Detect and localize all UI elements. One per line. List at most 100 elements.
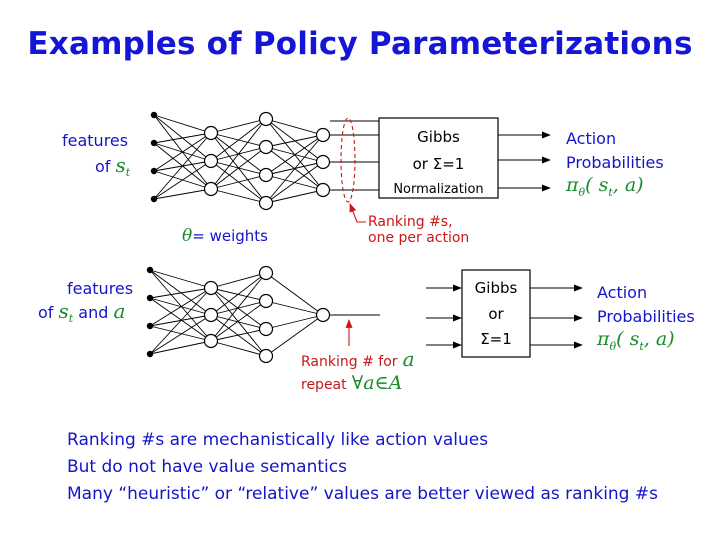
bottom-repeat-note: repeat ∀a∈A bbox=[301, 372, 402, 394]
ranking-ellipse bbox=[340, 117, 356, 203]
bottom-features-label: features bbox=[67, 279, 134, 298]
top-network-connection bbox=[210, 118, 267, 134]
bottom-network-connection bbox=[149, 287, 212, 299]
top-network-connection bbox=[265, 118, 324, 136]
top-gibbs-box bbox=[378, 117, 499, 199]
top-network-connection bbox=[210, 146, 267, 190]
bottom-network-layer2-node bbox=[258, 321, 274, 337]
top-box-line3: Normalization bbox=[393, 182, 484, 197]
top-network-input-dot bbox=[150, 111, 158, 119]
top-network-layer3-node bbox=[315, 154, 331, 170]
bottom-output-line1: Action bbox=[597, 283, 648, 302]
top-state-symbol: s bbox=[115, 153, 126, 177]
bottom-and-label: and bbox=[78, 303, 109, 322]
slide-title: Examples of Policy Parameterizations bbox=[27, 26, 693, 62]
bottom-forall-expression: ∀a∈A bbox=[351, 372, 403, 394]
top-network-layer3-node bbox=[315, 182, 331, 198]
bottom-network-input-dot bbox=[146, 266, 154, 274]
bottom-network-connection bbox=[265, 300, 324, 316]
bottom-network-connection bbox=[210, 340, 267, 357]
top-network-connection bbox=[265, 118, 324, 163]
bottom-network-input-dot bbox=[146, 350, 154, 358]
bottom-network-connection bbox=[149, 340, 212, 355]
bottom-box-line2: or bbox=[488, 305, 504, 323]
bottom-output-line2: Probabilities bbox=[597, 307, 695, 326]
top-pi-args: ( s bbox=[585, 174, 609, 196]
top-network-connection bbox=[210, 174, 267, 190]
top-box-sigma: Σ bbox=[432, 155, 443, 173]
bottom-action-symbol: a bbox=[113, 299, 126, 323]
bottom-gibbs-box bbox=[461, 269, 531, 358]
top-network-connection bbox=[153, 160, 212, 200]
top-network-input-dot bbox=[150, 139, 158, 147]
top-pi: π bbox=[566, 174, 579, 196]
theta-weights-label: θ= weights bbox=[182, 226, 268, 246]
top-network-nodes bbox=[150, 111, 331, 211]
top-network-connection bbox=[265, 161, 324, 204]
bottom-network-input-dot bbox=[146, 294, 154, 302]
bottom-state-subscript: t bbox=[68, 312, 74, 326]
top-pi-args-sub: t bbox=[608, 185, 613, 199]
top-network-connections bbox=[153, 114, 324, 204]
theta-symbol: θ bbox=[182, 226, 193, 246]
top-box-or: or bbox=[412, 155, 433, 173]
bottom-network-layer2-node bbox=[258, 265, 274, 281]
bottom-state-action-label: of st and a bbox=[38, 299, 125, 325]
bottom-network-layer1-node bbox=[203, 333, 219, 349]
top-network-connection bbox=[153, 132, 212, 200]
bottom-network-connection bbox=[265, 314, 324, 357]
bottom-network-connection bbox=[210, 300, 267, 316]
top-output-arrows bbox=[498, 131, 551, 192]
top-network-connection bbox=[153, 114, 212, 134]
bottom-policy-expression: πθ( st, a) bbox=[597, 328, 675, 353]
bottom-network-connection bbox=[265, 272, 324, 316]
bottom-input-arrows bbox=[426, 284, 462, 349]
bottom-network-layer2-node bbox=[258, 293, 274, 309]
top-network-layer2-node bbox=[258, 195, 274, 211]
top-policy-expression: πθ( st, a) bbox=[566, 174, 644, 199]
top-network-layer1-node bbox=[203, 125, 219, 141]
bottom-network-connection bbox=[210, 300, 267, 342]
bottom-network-layer1-node bbox=[203, 280, 219, 296]
bottom-network-layer2-node bbox=[258, 348, 274, 364]
bottom-pi: π bbox=[597, 328, 610, 350]
top-network-layer3-node bbox=[315, 127, 331, 143]
top-output-line1: Action bbox=[566, 129, 617, 148]
bottom-network-connection bbox=[149, 287, 212, 355]
bottom-network-connection bbox=[210, 314, 267, 357]
bottom-pi-sub: θ bbox=[609, 339, 617, 353]
bottom-of-label: of bbox=[38, 303, 54, 322]
bottom-network-connection bbox=[265, 314, 324, 330]
bottom-pi-args-sub: t bbox=[639, 339, 644, 353]
top-network-connection bbox=[153, 132, 212, 172]
top-network-connection bbox=[265, 134, 324, 148]
top-box-line2: or Σ=1 bbox=[379, 155, 498, 173]
top-ranking-line1: Ranking #s, bbox=[368, 214, 453, 230]
top-network-connection bbox=[210, 118, 267, 190]
top-network-connection bbox=[153, 132, 212, 144]
bottom-network-connection bbox=[149, 287, 212, 327]
bottom-network-connection bbox=[149, 269, 212, 342]
bottom-network-connection bbox=[210, 287, 267, 330]
bottom-network-connection bbox=[210, 272, 267, 342]
bottom-repeat-label: repeat bbox=[301, 377, 347, 393]
bottom-output-arrows bbox=[530, 284, 583, 349]
bottom-network-connection bbox=[149, 325, 212, 342]
top-network-layer1-node bbox=[203, 153, 219, 169]
bottom-network-layer1-node bbox=[203, 307, 219, 323]
top-ranking-line2: one per action bbox=[368, 230, 470, 246]
bottom-network-connection bbox=[210, 272, 267, 289]
top-network-connection bbox=[210, 188, 267, 204]
note-line-3: Many “heuristic” or “relative” values ar… bbox=[67, 484, 658, 504]
top-output-line2: Probabilities bbox=[566, 153, 664, 172]
top-box-eq: =1 bbox=[442, 155, 465, 173]
note-line-1: Ranking #s are mechanistically like acti… bbox=[67, 430, 489, 450]
bottom-network-connection bbox=[149, 314, 212, 355]
top-network-connection bbox=[153, 188, 212, 200]
bottom-network-connection bbox=[210, 314, 267, 330]
top-network-layer2-node bbox=[258, 139, 274, 155]
top-network-connection bbox=[265, 134, 324, 176]
top-box-line1: Gibbs bbox=[417, 128, 460, 146]
